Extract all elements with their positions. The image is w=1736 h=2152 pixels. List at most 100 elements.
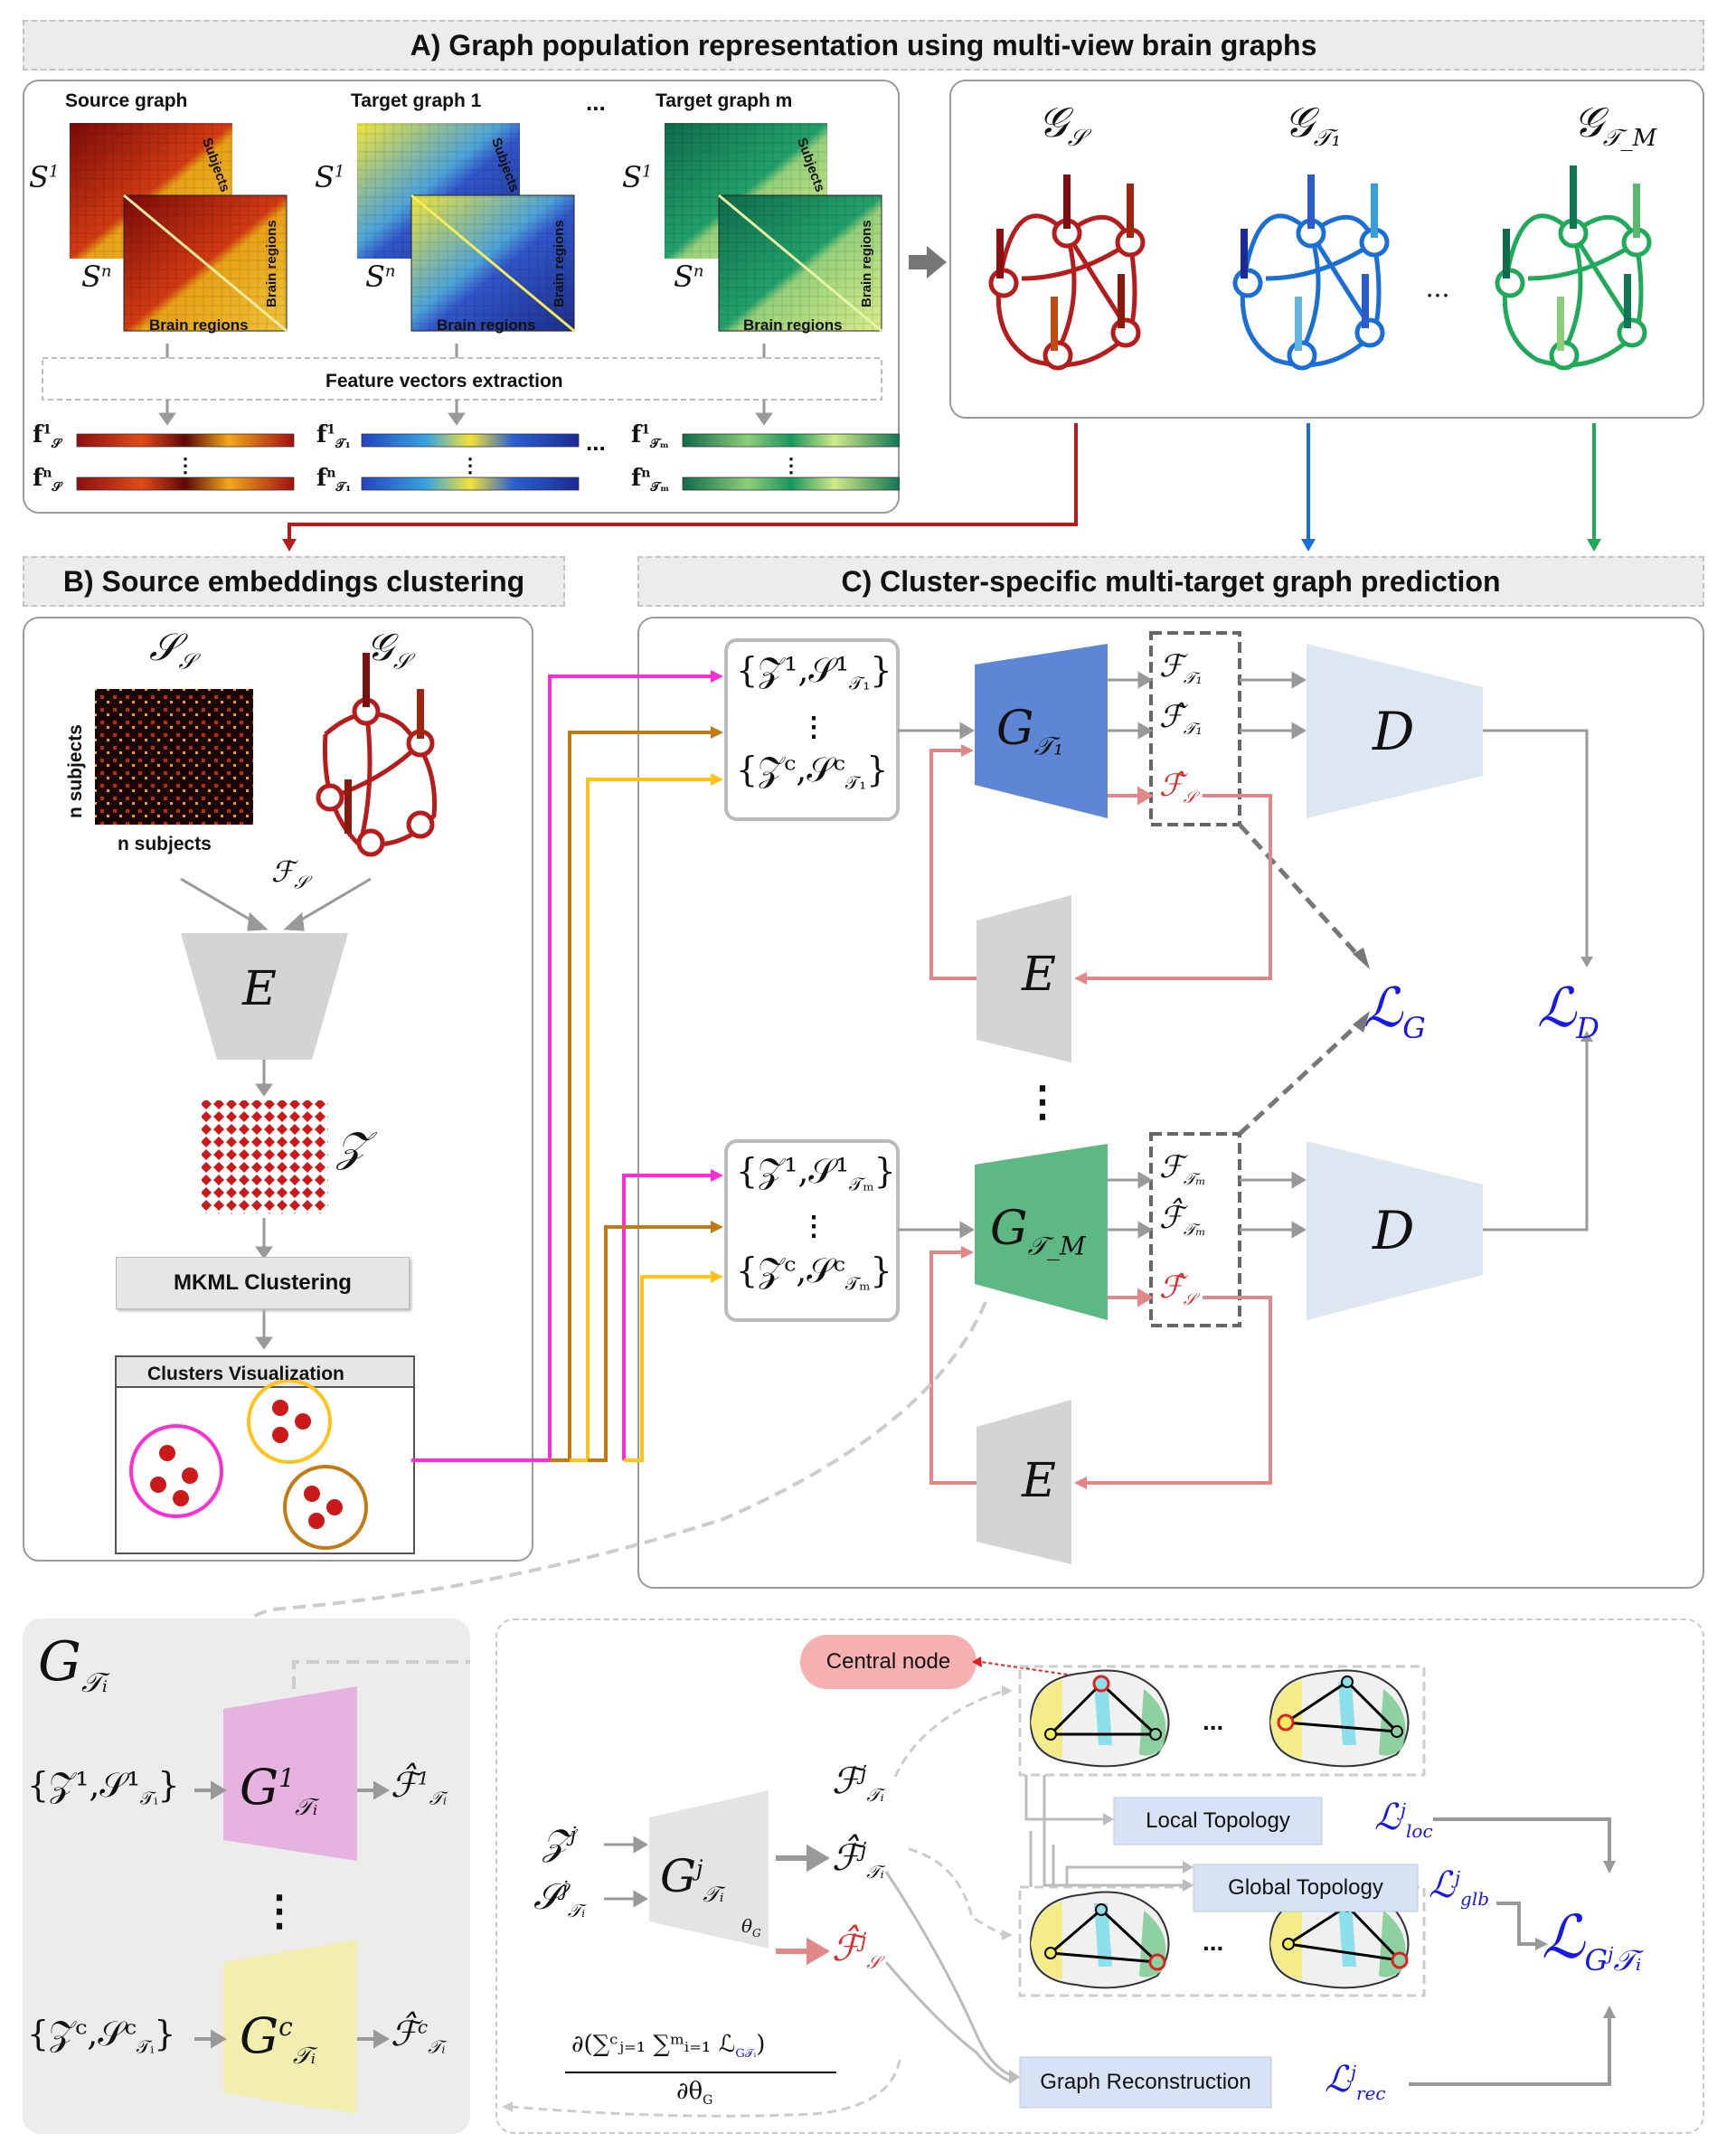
generator-t1-label: G𝒯₁ <box>996 702 1064 761</box>
local-topology-label: Local Topology <box>1146 1808 1290 1833</box>
set-top-c: {𝒵ᶜ,𝒮ᶜ𝒯₁} <box>736 750 889 794</box>
vdots-c: ⋮ <box>1022 1077 1063 1126</box>
brains <box>1029 1669 1410 1989</box>
set-bot-c: {𝒵ᶜ,𝒮ᶜ𝒯ₘ} <box>736 1251 892 1295</box>
target1-matrix-stack <box>357 123 575 333</box>
f-tm-label: ℱ𝒯ₘ <box>1159 1149 1206 1189</box>
fn-t1-label: fn𝒯₁ <box>316 465 352 496</box>
encoder-c-bot-label: E <box>1022 1454 1056 1508</box>
sn-label-tm: Sn <box>674 260 704 294</box>
panel-d-out-1: ℱ̂1𝒯ᵢ <box>391 1765 447 1809</box>
mkml-clustering-box: MKML Clustering <box>116 1257 410 1309</box>
panel-a-ellipsis: ... <box>586 89 606 116</box>
loss-loc-label: ℒjloc <box>1374 1797 1433 1842</box>
section-a-header: A) Graph population representation using… <box>23 20 1704 71</box>
panel-d-title: G𝒯ᵢ <box>38 1630 108 1699</box>
svg-text:⋮: ⋮ <box>460 454 480 477</box>
s1-label-tm: S1 <box>622 160 653 194</box>
loss-glb-label: ℒjglb <box>1429 1864 1490 1910</box>
central-node-label: Central node <box>826 1649 951 1674</box>
theta-label: θG <box>741 1915 761 1940</box>
targetm-matrix-stack <box>665 123 882 333</box>
fhat-s-bot-label: ℱ̂𝒮 <box>1159 1269 1196 1309</box>
section-c-title: C) Cluster-specific multi-target graph p… <box>841 564 1501 598</box>
fn-source-label: fn𝒮 <box>33 465 62 496</box>
brain-ellipsis-top: ... <box>1203 1707 1224 1735</box>
graph-t1-title: 𝒢𝒯₁ <box>1284 98 1342 153</box>
mkml-clustering-label: MKML Clustering <box>174 1270 352 1295</box>
discriminator-bot-label: D <box>1373 1200 1415 1261</box>
s1-label-source: S1 <box>29 160 60 194</box>
panel-e <box>495 1619 1704 2134</box>
generator-e-label: Gj𝒯ᵢ <box>660 1850 724 1907</box>
s-j-input: 𝒮j𝒯ᵢ <box>533 1876 586 1921</box>
encoder-c-top-label: E <box>1022 948 1056 1002</box>
f1-source-label: f1𝒮 <box>33 421 61 452</box>
source-matrix-stack <box>70 123 288 333</box>
arrow-a-to-graphs <box>909 246 947 278</box>
set-top-vdots: ⋮ <box>800 712 827 743</box>
sn-label-source: Sn <box>81 260 112 294</box>
graph-reconstruction-label: Graph Reconstruction <box>1040 2070 1251 2094</box>
set-bot-1: {𝒵¹,𝒮¹𝒯ₘ} <box>736 1151 896 1195</box>
loss-g-label: ℒG <box>1363 977 1426 1045</box>
panel-d-gen-1: G1𝒯ᵢ <box>240 1759 318 1821</box>
z-j-input: 𝒵j <box>542 1822 577 1864</box>
clusters-visualization-title: Clusters Visualization <box>147 1364 344 1384</box>
section-c-header: C) Cluster-specific multi-target graph p… <box>637 556 1704 607</box>
f1-t1-label: f1𝒯₁ <box>316 421 351 452</box>
feature-extraction-label: Feature vectors extraction <box>326 371 563 392</box>
panel-d-out-c: ℱ̂c𝒯ᵢ <box>391 2014 446 2058</box>
matrix-stacks: ⋮ ⋮ ⋮ <box>42 123 900 491</box>
brain-graphs: ... <box>988 165 1652 371</box>
graph-target1 <box>1232 175 1390 371</box>
brain-regions-x-source: Brain regions <box>149 316 249 334</box>
f-t1-label: ℱ𝒯₁ <box>1159 648 1203 688</box>
gradient-numerator: ∂(∑ᶜⱼ₌₁ ∑ᵐᵢ₌₁ ℒG𝒯ᵢ) <box>571 2031 766 2062</box>
graph-source <box>988 175 1146 371</box>
section-a-title: A) Graph population representation using… <box>410 28 1317 61</box>
global-topology-label: Global Topology <box>1228 1875 1383 1900</box>
panel-d-drawing <box>194 1660 470 2114</box>
panel-b-drawing <box>95 653 438 1554</box>
graph-source-title: 𝒢𝒮 <box>1038 98 1086 153</box>
svg-text:⋮: ⋮ <box>781 454 801 477</box>
fhat-s-top-label: ℱ̂𝒮 <box>1159 768 1196 807</box>
loss-rec-label: ℒjrec <box>1325 2059 1386 2104</box>
generator-tm-label: G𝒯_M <box>990 1202 1086 1261</box>
target-graph-m-label: Target graph m <box>656 90 793 111</box>
fhat-s-j-label: ℱ̂j𝒮 <box>832 1928 881 1973</box>
graph-tm-title: 𝒢𝒯_M <box>1573 98 1657 153</box>
panel-d-input-c: {𝒵ᶜ,𝒮ᶜ𝒯ᵢ} <box>27 2014 176 2058</box>
f1-tm-label: f1𝒯ₘ <box>631 421 669 452</box>
s1-label-t1: S1 <box>315 160 345 194</box>
f-j-label: ℱj𝒯ᵢ <box>832 1760 884 1806</box>
discriminator-top-label: D <box>1373 701 1415 762</box>
gradient-denominator: ∂θG <box>676 2078 713 2109</box>
set-top-1: {𝒵¹,𝒮¹𝒯₁} <box>736 650 892 694</box>
loss-total-label: ℒGj𝒯ᵢ <box>1542 1902 1642 1978</box>
graph-targetm <box>1495 165 1652 371</box>
n-subjects-x-label: n subjects <box>118 834 212 854</box>
svg-text:⋮: ⋮ <box>175 454 195 477</box>
section-b-header: B) Source embeddings clustering <box>23 556 565 607</box>
fhat-j-label: ℱ̂j𝒯ᵢ <box>832 1837 884 1883</box>
loss-d-label: ℒD <box>1537 977 1599 1045</box>
section-b-title: B) Source embeddings clustering <box>62 564 525 598</box>
svg-text:...: ... <box>1426 273 1450 303</box>
source-features-label: ℱ𝒮 <box>271 854 308 893</box>
encoder-b-label: E <box>242 962 277 1016</box>
panel-d-gen-c: Gc𝒯ᵢ <box>240 2007 316 2070</box>
fhat-t1-label: ℱ̂𝒯₁ <box>1159 699 1203 739</box>
brain-regions-x-t1: Brain regions <box>437 316 536 334</box>
similarity-matrix-label: 𝒮𝒮 <box>149 625 196 675</box>
source-graph-title-b: 𝒢𝒮 <box>366 625 410 675</box>
feature-ellipsis: ... <box>586 429 606 456</box>
source-graph-label: Source graph <box>65 90 188 111</box>
set-bot-vdots: ⋮ <box>800 1211 827 1242</box>
panel-d-vdots: ⋮ <box>259 1886 300 1935</box>
brain-regions-x-tm: Brain regions <box>743 316 843 334</box>
embedding-label: 𝒵 <box>336 1122 369 1171</box>
